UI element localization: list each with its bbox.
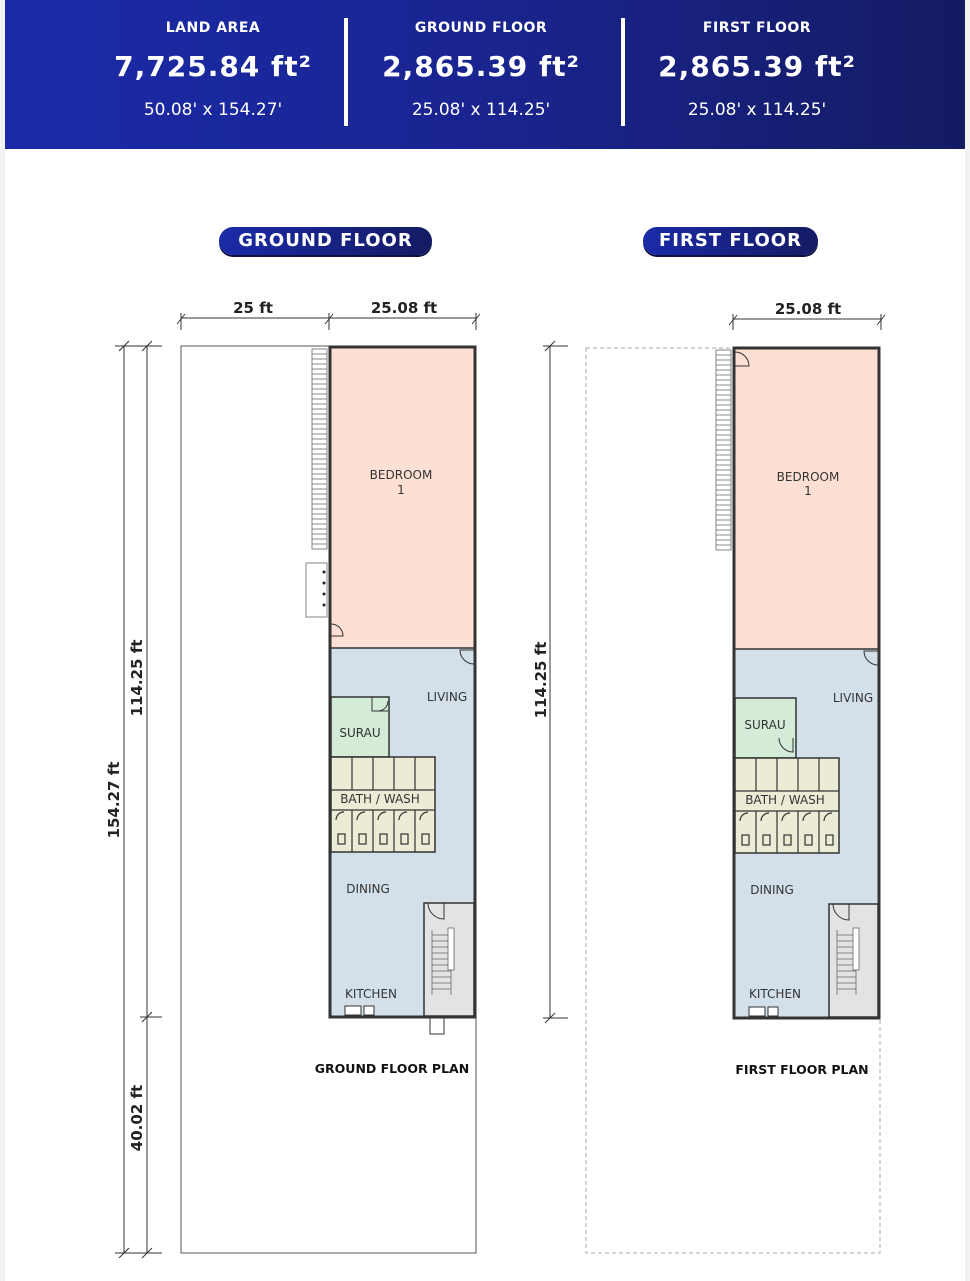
first-kitchen-sink: [748, 1006, 779, 1017]
first-side-staircase: [715, 349, 732, 551]
ground-kitchen-label: KITCHEN: [345, 987, 397, 1001]
first-bedroom-area: [735, 349, 878, 649]
stat-dimensions: 50.08' x 154.27': [143, 100, 283, 120]
ground-floor-title: GROUND FLOOR: [219, 227, 432, 255]
ground-bedroom-number: 1: [397, 483, 405, 497]
ground-width-dimension: [176, 313, 481, 330]
ground-floor-plan: 25 ft 25.08 ft 154.27 ft 114.25 ft 40.02…: [105, 299, 481, 1259]
ground-rear-length-label: 40.02 ft: [128, 1085, 146, 1151]
ground-living-label: LIVING: [427, 690, 467, 704]
stat-land-area: LAND AREA 7,725.84 ft² 50.08' x 154.27': [93, 0, 333, 149]
ground-surau-room: [330, 696, 390, 758]
ground-doors: [330, 623, 475, 1035]
first-internal-staircase: [836, 927, 860, 995]
ground-left-width-label: 25 ft: [233, 299, 273, 317]
ground-length-dimension: [115, 340, 162, 1259]
stat-ground-floor: GROUND FLOOR 2,865.39 ft² 25.08' x 114.2…: [366, 0, 596, 149]
ground-bath-stalls: [331, 757, 435, 852]
first-width-dimension: [728, 314, 886, 330]
ground-bedroom-label: BEDROOM: [370, 468, 433, 482]
stat-label: FIRST FLOOR: [702, 20, 812, 36]
ground-total-length-label: 154.27 ft: [105, 762, 123, 839]
first-dining-label: DINING: [750, 883, 794, 897]
stat-divider: [344, 18, 348, 126]
first-length-dimension: [543, 340, 568, 1024]
stat-label: GROUND FLOOR: [414, 20, 548, 36]
ground-right-width-label: 25.08 ft: [371, 299, 437, 317]
ground-bath-label: BATH / WASH: [340, 792, 420, 806]
ground-side-staircase: [305, 348, 328, 618]
stat-value: 7,725.84 ft²: [114, 50, 312, 83]
area-summary-banner: LAND AREA 7,725.84 ft² 50.08' x 154.27' …: [5, 0, 965, 149]
first-floor-plan: 25.08 ft 114.25 ft: [532, 300, 886, 1254]
first-surau-room: [734, 697, 797, 759]
ground-dining-label: DINING: [346, 882, 390, 896]
ground-building-length-label: 114.25 ft: [128, 640, 146, 717]
stat-value: 2,865.39 ft²: [658, 50, 856, 83]
ground-bath-block: [330, 756, 436, 853]
ground-floor-plan-caption: GROUND FLOOR PLAN: [315, 1061, 469, 1076]
ground-building-walls: [328, 345, 477, 1019]
first-living-label: LIVING: [833, 691, 873, 705]
first-kitchen-label: KITCHEN: [749, 987, 801, 1001]
ground-surau-label: SURAU: [339, 726, 380, 740]
first-floor-plan-caption: FIRST FLOOR PLAN: [735, 1062, 868, 1077]
first-surau-label: SURAU: [744, 718, 785, 732]
stat-dimensions: 25.08' x 114.25': [687, 100, 827, 120]
first-bedroom-number: 1: [804, 484, 812, 498]
stat-label: LAND AREA: [165, 20, 261, 36]
first-building-length-label: 114.25 ft: [532, 642, 550, 719]
stat-divider: [621, 18, 625, 126]
first-bath-block: [734, 757, 840, 854]
stat-dimensions: 25.08' x 114.25': [411, 100, 551, 120]
ground-side-gate: [322, 570, 326, 607]
ground-bedroom-area: [331, 348, 474, 648]
stat-first-floor: FIRST FLOOR 2,865.39 ft² 25.08' x 114.25…: [642, 0, 872, 149]
stat-value: 2,865.39 ft²: [382, 50, 580, 83]
first-floor-title: FIRST FLOOR: [643, 227, 818, 255]
first-bath-label: BATH / WASH: [745, 793, 825, 807]
ground-internal-staircase: [431, 927, 455, 995]
first-building-walls: [732, 346, 881, 1020]
first-bedroom-label: BEDROOM: [777, 470, 840, 484]
first-doors: [734, 351, 879, 921]
ground-kitchen-sink: [344, 1005, 375, 1016]
first-bath-stalls: [735, 758, 839, 853]
first-width-label: 25.08 ft: [775, 300, 841, 318]
